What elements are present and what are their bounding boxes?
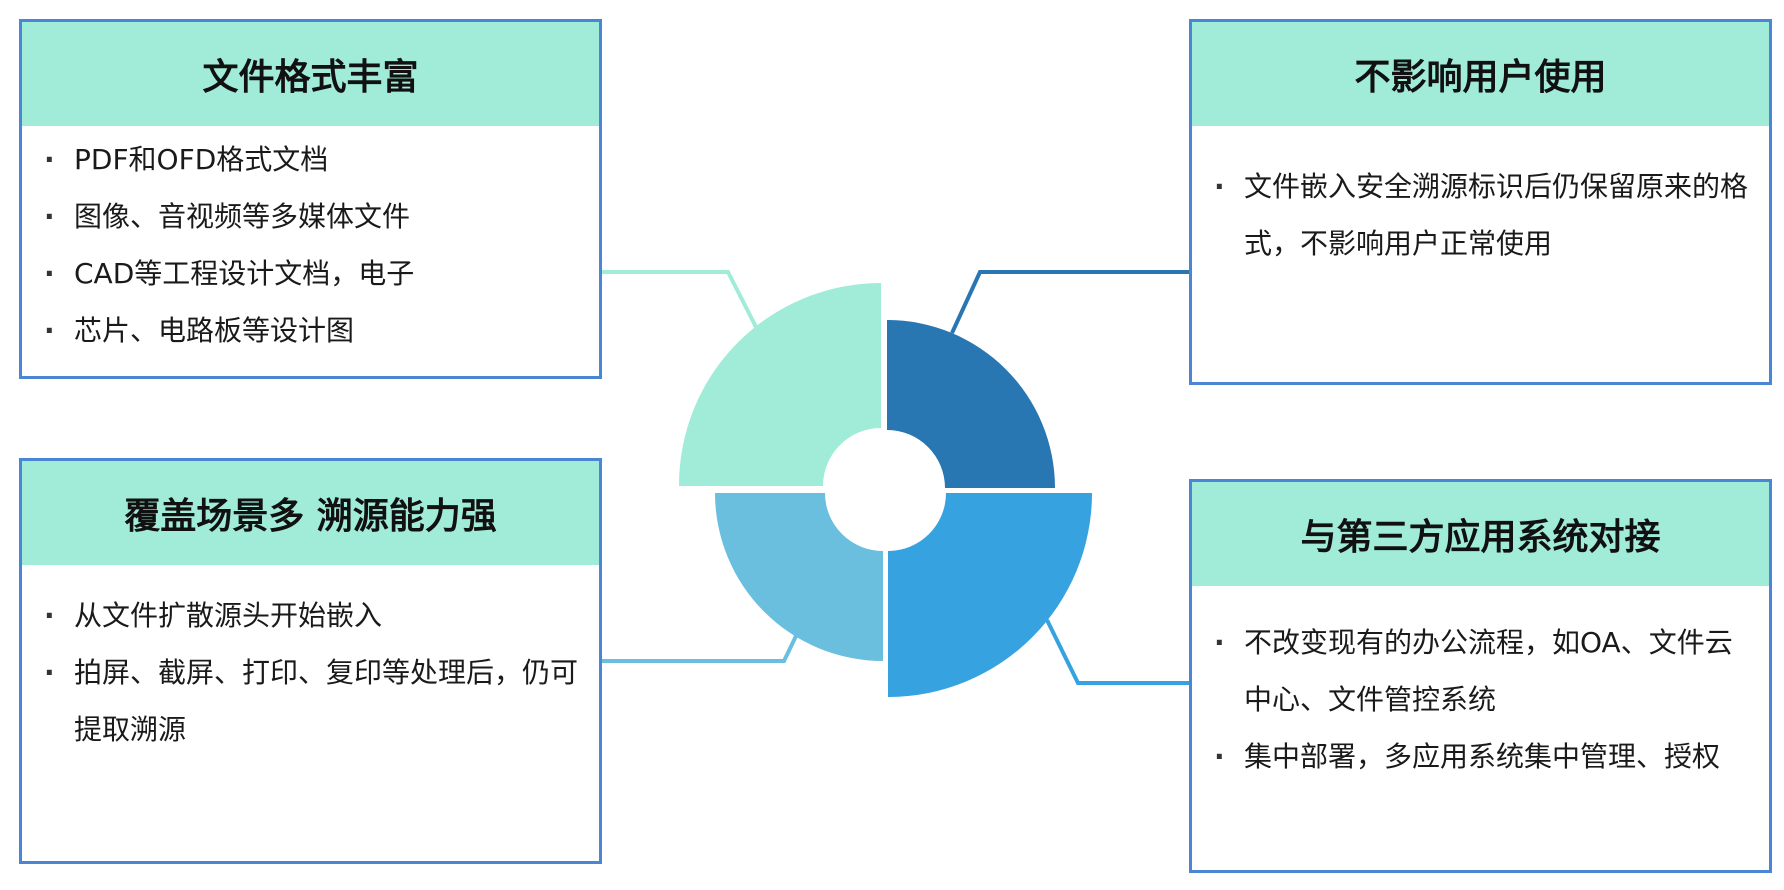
card-body: PDF和OFD格式文档 图像、音视频等多媒体文件 CAD等工程设计文档，电子 芯… xyxy=(22,126,599,359)
card-body: 文件嵌入安全溯源标识后仍保留原来的格式，不影响用户正常使用 xyxy=(1192,126,1769,272)
connector-top-right xyxy=(950,270,1189,334)
segment-bottom-left xyxy=(715,493,883,661)
card-no-user-impact: 不影响用户使用 文件嵌入安全溯源标识后仍保留原来的格式，不影响用户正常使用 xyxy=(1189,19,1772,385)
card-coverage: 覆盖场景多 溯源能力强 从文件扩散源头开始嵌入 拍屏、截屏、打印、复印等处理后，… xyxy=(19,458,602,864)
list-item: PDF和OFD格式文档 xyxy=(44,131,579,188)
card-third-party: 与第三方应用系统对接 不改变现有的办公流程，如OA、文件云中心、文件管控系统 集… xyxy=(1189,479,1772,873)
connector-bottom-left xyxy=(602,635,798,663)
card-title: 不影响用户使用 xyxy=(1192,22,1769,126)
list-item: 从文件扩散源头开始嵌入 xyxy=(44,587,579,644)
list-item: 文件嵌入安全溯源标识后仍保留原来的格式，不影响用户正常使用 xyxy=(1214,158,1749,272)
card-file-formats: 文件格式丰富 PDF和OFD格式文档 图像、音视频等多媒体文件 CAD等工程设计… xyxy=(19,19,602,379)
card-body: 不改变现有的办公流程，如OA、文件云中心、文件管控系统 集中部署，多应用系统集中… xyxy=(1192,586,1769,785)
card-title: 覆盖场景多 溯源能力强 xyxy=(22,461,599,565)
segment-bottom-right xyxy=(888,493,1092,697)
card-body: 从文件扩散源头开始嵌入 拍屏、截屏、打印、复印等处理后，仍可提取溯源 xyxy=(22,565,599,758)
card-title: 文件格式丰富 xyxy=(22,22,599,126)
list-item: 拍屏、截屏、打印、复印等处理后，仍可提取溯源 xyxy=(44,644,579,758)
connector-top-left xyxy=(602,270,758,328)
list-item: 芯片、电路板等设计图 xyxy=(44,302,579,359)
list-item: 图像、音视频等多媒体文件 xyxy=(44,188,579,245)
list-item: 集中部署，多应用系统集中管理、授权 xyxy=(1214,728,1749,785)
card-title: 与第三方应用系统对接 xyxy=(1192,482,1769,586)
list-item: 不改变现有的办公流程，如OA、文件云中心、文件管控系统 xyxy=(1214,614,1749,728)
segment-top-right xyxy=(887,320,1055,488)
connector-bottom-right xyxy=(1045,619,1189,685)
list-item: CAD等工程设计文档，电子 xyxy=(44,245,579,302)
segment-top-left xyxy=(678,283,881,486)
